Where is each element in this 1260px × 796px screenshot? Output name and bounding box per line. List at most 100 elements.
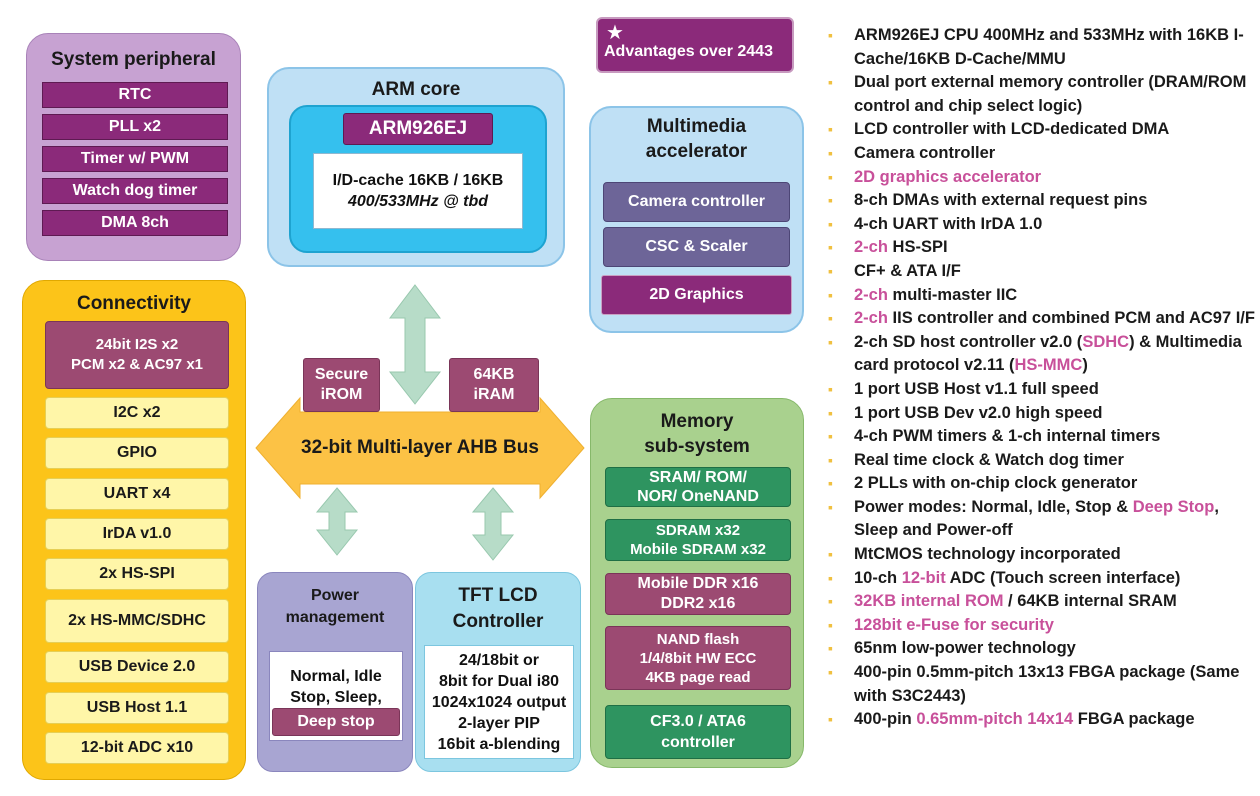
feature-item: ▪4-ch PWM timers & 1-ch internal timers — [828, 425, 1258, 449]
feature-text: Real time clock & Watch dog timer — [854, 450, 1124, 469]
feature-item: ▪ ARM926EJ CPU 400MHz and 533MHz with 16K… — [828, 24, 1258, 71]
bullet-icon: ▪ — [828, 711, 833, 728]
feature-item: ▪Real time clock & Watch dog timer — [828, 449, 1258, 473]
feature-item: ▪400-pin 0.5mm-pitch 13x13 FBGA package … — [828, 661, 1258, 708]
connectivity-item-hs-mmc[interactable]: 2x HS-MMC/SDHC — [45, 599, 229, 643]
connectivity-item-i2c[interactable]: I2C x2 — [45, 397, 229, 429]
feature-text: ARM926EJ CPU 400MHz and 533MHz with 16KB… — [854, 26, 1244, 68]
connectivity-audio-line1: 24bit I2S x2 — [95, 336, 179, 353]
deep-stop-button[interactable]: Deep stop — [272, 708, 400, 736]
arrow-arm-bus — [388, 284, 442, 405]
memory-sdram-line1: SDRAM x32 — [655, 522, 741, 539]
system-peripheral-title: System peripheral — [51, 49, 216, 70]
tft-spec-box: 24/18bit or 8bit for Dual i80 1024x1024 … — [424, 645, 574, 759]
bullet-icon: ▪ — [828, 192, 833, 209]
secure-irom-line2: iROM — [320, 386, 363, 403]
feature-text: IIS controller and combined PCM and AC97… — [887, 309, 1255, 328]
advantages-badge[interactable]: ★ Advantages over 2443 — [596, 17, 794, 73]
bullet-icon: ▪ — [828, 475, 833, 492]
memory-item-ddr[interactable]: Mobile DDR x16 DDR2 x16 — [605, 573, 791, 615]
feature-text: 128bit e-Fuse for security — [854, 615, 1054, 634]
secure-irom-line1: Secure — [314, 366, 369, 383]
multimedia-item-camera[interactable]: Camera controller — [603, 182, 790, 222]
tft-spec-line4: 2-layer PIP — [458, 715, 540, 732]
secure-irom-block[interactable]: Secure iROM — [303, 358, 380, 412]
feature-item: ▪MtCMOS technology incorporated — [828, 543, 1258, 567]
feature-item: ▪1 port USB Dev v2.0 high speed — [828, 402, 1258, 426]
system-peripheral-panel: System peripheral RTC PLL x2 Timer w/ PW… — [26, 33, 241, 261]
feature-item: ▪2-ch HS-SPI — [828, 236, 1258, 260]
memory-panel: Memory sub-system SRAM/ ROM/ NOR/ OneNAN… — [590, 398, 804, 768]
feature-text: HS-MMC — [1014, 356, 1083, 375]
bullet-icon: ▪ — [828, 215, 833, 232]
memory-sdram-line2: Mobile SDRAM x32 — [630, 541, 766, 558]
feature-item: ▪4-ch UART with IrDA 1.0 — [828, 213, 1258, 237]
bullet-icon: ▪ — [828, 640, 833, 657]
memory-sram-line2: NOR/ OneNAND — [637, 488, 759, 505]
memory-item-nand[interactable]: NAND flash 1/4/8bit HW ECC 4KB page read — [605, 626, 791, 690]
connectivity-item-hs-spi[interactable]: 2x HS-SPI — [45, 558, 229, 590]
memory-item-sdram[interactable]: SDRAM x32 Mobile SDRAM x32 — [605, 519, 791, 561]
star-icon: ★ — [606, 22, 624, 44]
connectivity-item-gpio[interactable]: GPIO — [45, 437, 229, 469]
feature-text: 400-pin — [854, 710, 917, 729]
memory-item-cf[interactable]: CF3.0 / ATA6 controller — [605, 705, 791, 759]
bullet-icon: ▪ — [828, 168, 833, 185]
arm926ej-chip[interactable]: ARM926EJ — [343, 113, 493, 145]
feature-text: FBGA package — [1073, 710, 1195, 729]
multimedia-title-line1: Multimedia — [646, 116, 747, 137]
sysperiph-item-timer[interactable]: Timer w/ PWM — [42, 146, 228, 172]
arm-core-cache-text: I/D-cache 16KB / 16KB — [332, 172, 504, 189]
feature-text: SDHC — [1082, 332, 1130, 351]
feature-text: ) — [1082, 356, 1088, 375]
feature-text: 2-ch — [854, 238, 888, 257]
feature-text: 12-bit — [901, 568, 946, 587]
feature-text: Dual port external memory controller (DR… — [854, 73, 1247, 115]
memory-nand-line3: 4KB page read — [645, 668, 751, 686]
connectivity-audio[interactable]: 24bit I2S x2 PCM x2 & AC97 x1 — [45, 321, 229, 389]
arm-core-cache-box: I/D-cache 16KB / 16KB 400/533MHz @ tbd — [313, 153, 523, 229]
feature-text: , Sleep and Power-off — [854, 497, 1219, 540]
feature-text: 8-ch DMAs with external request pins — [854, 191, 1148, 210]
ahb-bus-label: 32-bit Multi-layer AHB Bus — [301, 437, 539, 458]
feature-text: LCD controller with LCD-dedicated DMA — [854, 120, 1170, 139]
sysperiph-item-rtc[interactable]: RTC — [42, 82, 228, 108]
multimedia-item-csc[interactable]: CSC & Scaler — [603, 227, 790, 267]
connectivity-item-usb-device[interactable]: USB Device 2.0 — [45, 651, 229, 683]
connectivity-item-uart[interactable]: UART x4 — [45, 478, 229, 510]
multimedia-item-2d-graphics[interactable]: 2D Graphics — [601, 275, 792, 315]
feature-item: ▪400-pin 0.65mm-pitch 14x14 FBGA package — [828, 708, 1258, 732]
feature-text: multi-master IIC — [887, 285, 1018, 304]
feature-text: 4-ch PWM timers & 1-ch internal timers — [854, 427, 1161, 446]
tft-title-line2: Controller — [452, 611, 544, 632]
feature-text: CF+ & ATA I/F — [854, 261, 961, 280]
memory-item-sram[interactable]: SRAM/ ROM/ NOR/ OneNAND — [605, 467, 791, 507]
feature-text: Camera controller — [854, 143, 996, 162]
bullet-icon: ▪ — [828, 286, 833, 303]
feature-item: ▪ 65nm low-power technology — [828, 637, 1258, 661]
feature-item: ▪128bit e-Fuse for security — [828, 614, 1258, 638]
bullet-icon: ▪ — [828, 569, 833, 586]
feature-item: ▪Camera controller — [828, 142, 1258, 166]
feature-text: 1 port USB Host v1.1 full speed — [854, 379, 1099, 398]
bullet-icon: ▪ — [828, 262, 833, 279]
bullet-icon: ▪ — [828, 664, 833, 681]
bullet-icon: ▪ — [828, 27, 833, 43]
connectivity-item-usb-host[interactable]: USB Host 1.1 — [45, 692, 229, 724]
arm-core-title: ARM core — [371, 79, 461, 100]
feature-text: 32KB internal ROM — [854, 592, 1004, 611]
tft-spec-line2: 8bit for Dual i80 — [438, 673, 560, 690]
feature-item: ▪2D graphics accelerator — [828, 166, 1258, 190]
sysperiph-item-dma[interactable]: DMA 8ch — [42, 210, 228, 236]
power-panel: Power management Normal, Idle Stop, Slee… — [257, 572, 413, 772]
sysperiph-item-watchdog[interactable]: Watch dog timer — [42, 178, 228, 204]
connectivity-item-irda[interactable]: IrDA v1.0 — [45, 518, 229, 550]
connectivity-item-adc[interactable]: 12-bit ADC x10 — [45, 732, 229, 764]
iram-block[interactable]: 64KB iRAM — [449, 358, 539, 412]
sysperiph-item-pll[interactable]: PLL x2 — [42, 114, 228, 140]
bullet-icon: ▪ — [828, 310, 833, 327]
feature-item: ▪2-ch multi-master IIC — [828, 284, 1258, 308]
feature-text: 65nm low-power technology — [854, 639, 1076, 658]
feature-text: ADC (Touch screen interface) — [945, 568, 1181, 587]
feature-text: ) & Multimedia card protocol v2.11 ( — [854, 332, 1242, 375]
